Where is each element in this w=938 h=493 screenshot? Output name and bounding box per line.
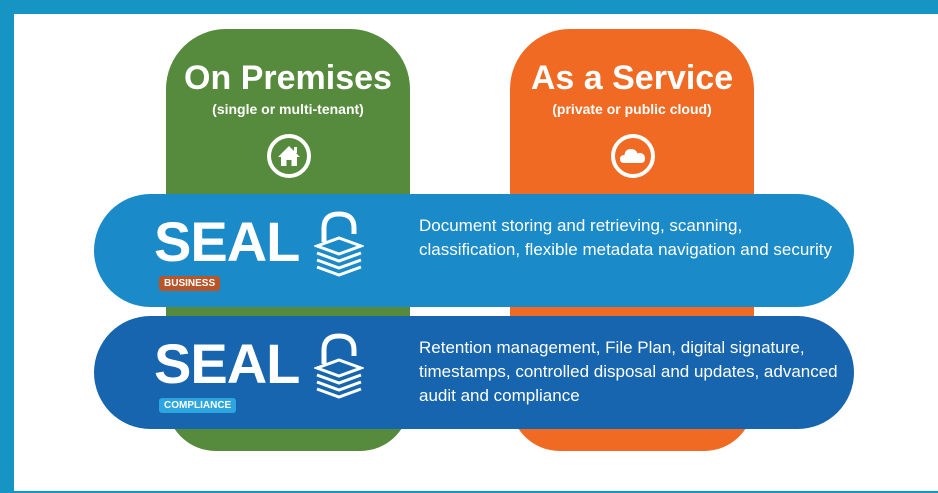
band-description: Retention management, File Plan, digital… — [419, 338, 838, 405]
band-description: Document storing and retrieving, scannin… — [419, 216, 832, 259]
seal-business-band: SEAL BUSINESS Document storing and retri… — [94, 194, 854, 307]
pillar-title: As a Service — [530, 59, 734, 97]
cloud-icon — [611, 134, 655, 178]
compliance-tag: COMPLIANCE — [159, 398, 237, 413]
seal-compliance-band: SEAL COMPLIANCE Retention management, Fi… — [94, 316, 854, 429]
pillar-subtitle: (single or multi-tenant) — [212, 101, 364, 117]
pillar-subtitle: (private or public cloud) — [552, 101, 712, 117]
seal-logo: SEAL — [154, 332, 300, 395]
home-icon — [267, 134, 311, 178]
seal-logo: SEAL — [154, 210, 300, 273]
lock-icon — [314, 333, 364, 399]
pillar-title: On Premises — [184, 59, 392, 97]
lock-icon — [314, 211, 364, 277]
business-tag: BUSINESS — [159, 276, 221, 291]
